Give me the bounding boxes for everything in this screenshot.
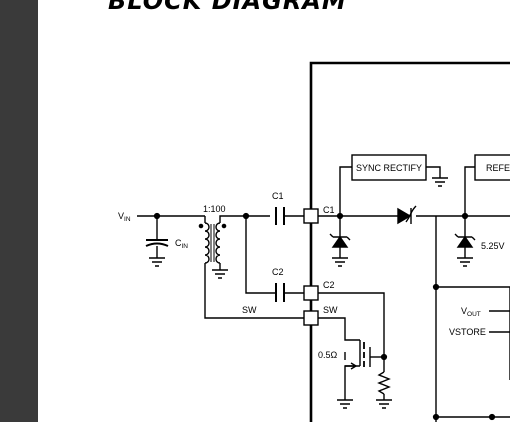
c1-capacitor [242, 207, 305, 294]
pin-c1 [303, 208, 319, 224]
sw-wire-label: SW [242, 305, 257, 315]
page-sidebar [0, 0, 38, 422]
resistor [376, 357, 392, 409]
cin-capacitor [145, 216, 169, 267]
sw-mosfet [318, 317, 384, 409]
pin-sw [303, 310, 319, 326]
node-left-2 [432, 413, 440, 421]
resistor-label: 0.5Ω [318, 350, 338, 360]
pin-c2 [303, 285, 319, 301]
zener-voltage-label: 5.25V [481, 241, 505, 251]
cin-label: CIN [175, 238, 188, 250]
transformer-ratio-label: 1:100 [203, 204, 226, 214]
vstore-label: VSTORE [449, 327, 486, 337]
c1-internal-path [318, 166, 448, 267]
reference-label: REFE [486, 163, 510, 173]
vin-label: VIN [118, 211, 131, 223]
c2-capacitor [275, 283, 305, 302]
c1-pin-label: C1 [323, 205, 335, 215]
rectifier-switch [397, 166, 510, 267]
c2-pin-label: C2 [323, 280, 335, 290]
node-bottom [488, 413, 496, 421]
c2-cap-label: C2 [272, 267, 284, 277]
vout-label: VOUT [461, 306, 481, 318]
c1-cap-label: C1 [272, 191, 284, 201]
transformer [198, 215, 305, 319]
page-title: BLOCK DIAGRAM [108, 0, 347, 15]
sw-pin-label: SW [323, 305, 338, 315]
sync-rectify-label: SYNC RECTIFY [356, 163, 422, 173]
